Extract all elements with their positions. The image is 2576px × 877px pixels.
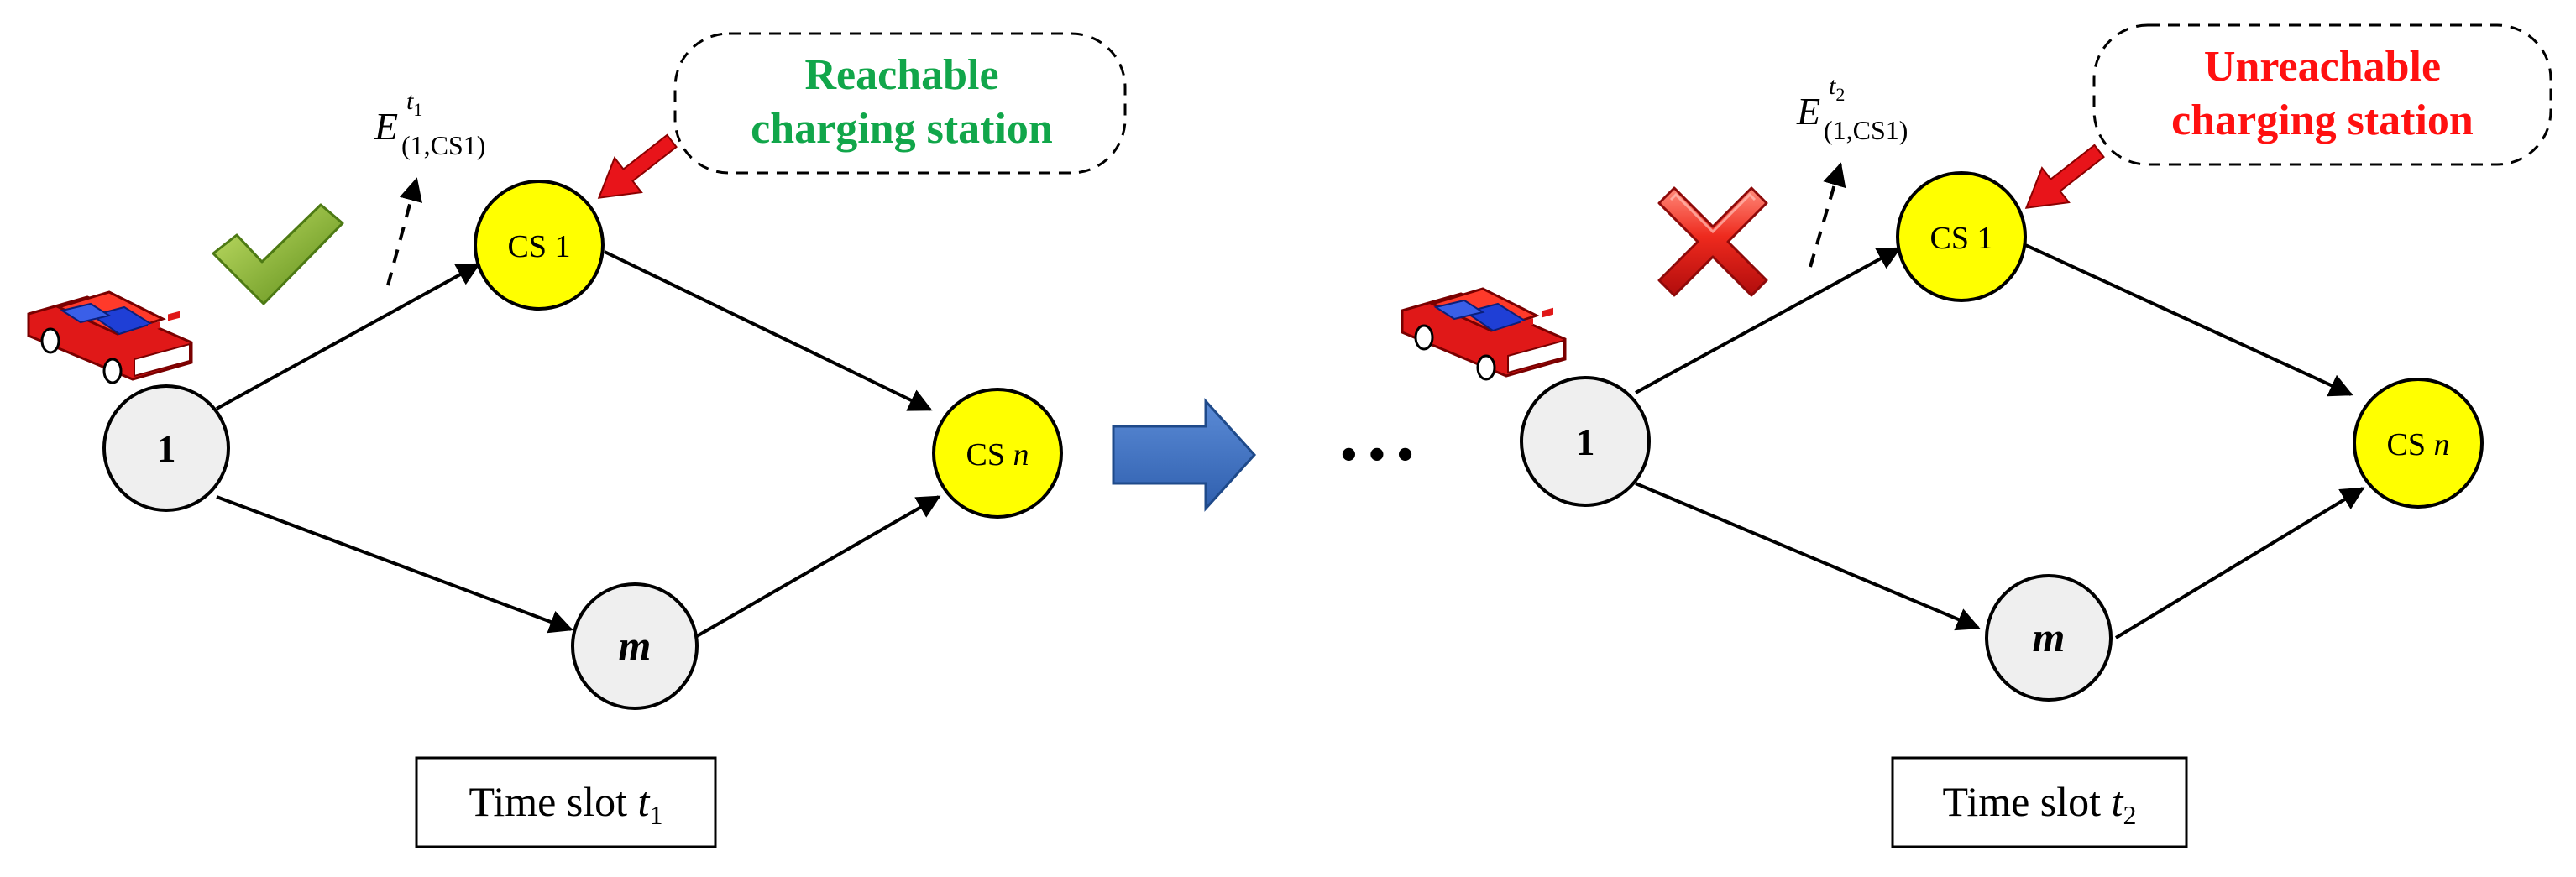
- energy-label-superscript: t2: [1829, 72, 1845, 105]
- check-mark-icon: [212, 203, 344, 305]
- energy-label-subscript: (1,CS1): [401, 130, 485, 160]
- energy-label: E: [1796, 90, 1820, 133]
- callout-line-2: charging station: [751, 105, 1053, 153]
- node-m-label: m: [2033, 613, 2066, 660]
- node-cs1: [474, 180, 605, 311]
- callout-box: [673, 32, 1127, 175]
- time-slot-box: [415, 756, 717, 848]
- right-arrow-icon: [1112, 398, 1257, 512]
- node-cs1-label: CS 1: [508, 229, 571, 264]
- node-csn-label: CS n: [2387, 427, 2450, 462]
- node-csn: [2353, 378, 2484, 509]
- callout-line-2: charging station: [2171, 97, 2474, 144]
- time-slot-label: Time slot t1: [469, 778, 663, 830]
- edge-m-to-csn: [696, 495, 941, 638]
- node-m-label: m: [619, 622, 652, 669]
- cross-mark-icon: [1657, 186, 1768, 297]
- node-csn: [932, 388, 1063, 519]
- node-m: [571, 582, 699, 710]
- pointer-arrow-icon: [2024, 144, 2105, 209]
- callout-line-1: Reachable: [804, 51, 998, 99]
- edge-1-to-cs1: [216, 263, 481, 410]
- node-csn-label: CS n: [966, 437, 1029, 472]
- node-origin-label: 1: [1576, 420, 1595, 463]
- edge-cs1-to-csn: [604, 250, 933, 411]
- pointer-arrow-icon: [597, 133, 678, 199]
- node-origin: [1520, 376, 1651, 507]
- ellipsis: • • •: [1341, 429, 1414, 481]
- energy-label: E: [374, 105, 398, 148]
- edge-cs1-to-csn: [2021, 242, 2353, 397]
- edge-1-to-m: [216, 495, 573, 634]
- callout-line-1: Unreachable: [2204, 43, 2441, 91]
- node-cs1-label: CS 1: [1930, 221, 1993, 256]
- node-cs1: [1896, 171, 2027, 302]
- energy-label-subscript: (1,CS1): [1824, 115, 1908, 145]
- car-icon: [27, 290, 193, 384]
- callout-box: [2092, 23, 2552, 166]
- time-slot-box: [1891, 756, 2188, 848]
- node-m: [1985, 574, 2113, 702]
- left-panel: 1 CS 1 m CS n E t1 (1,CS1) Reachable cha…: [27, 32, 1127, 848]
- edge-m-to-csn: [2114, 487, 2365, 639]
- car-icon: [1401, 287, 1567, 381]
- node-origin-label: 1: [157, 427, 176, 470]
- energy-dashed-arrow: [1809, 162, 1846, 268]
- time-slot-label: Time slot t2: [1943, 778, 2137, 830]
- edge-1-to-cs1: [1635, 247, 1902, 394]
- edge-1-to-m: [1635, 482, 1981, 631]
- right-panel: 1 CS 1 m CS n E t2 (1,CS1) Unreachable c…: [1401, 23, 2552, 848]
- energy-label-superscript: t1: [406, 87, 422, 120]
- node-origin: [102, 384, 230, 512]
- energy-dashed-arrow: [386, 177, 422, 286]
